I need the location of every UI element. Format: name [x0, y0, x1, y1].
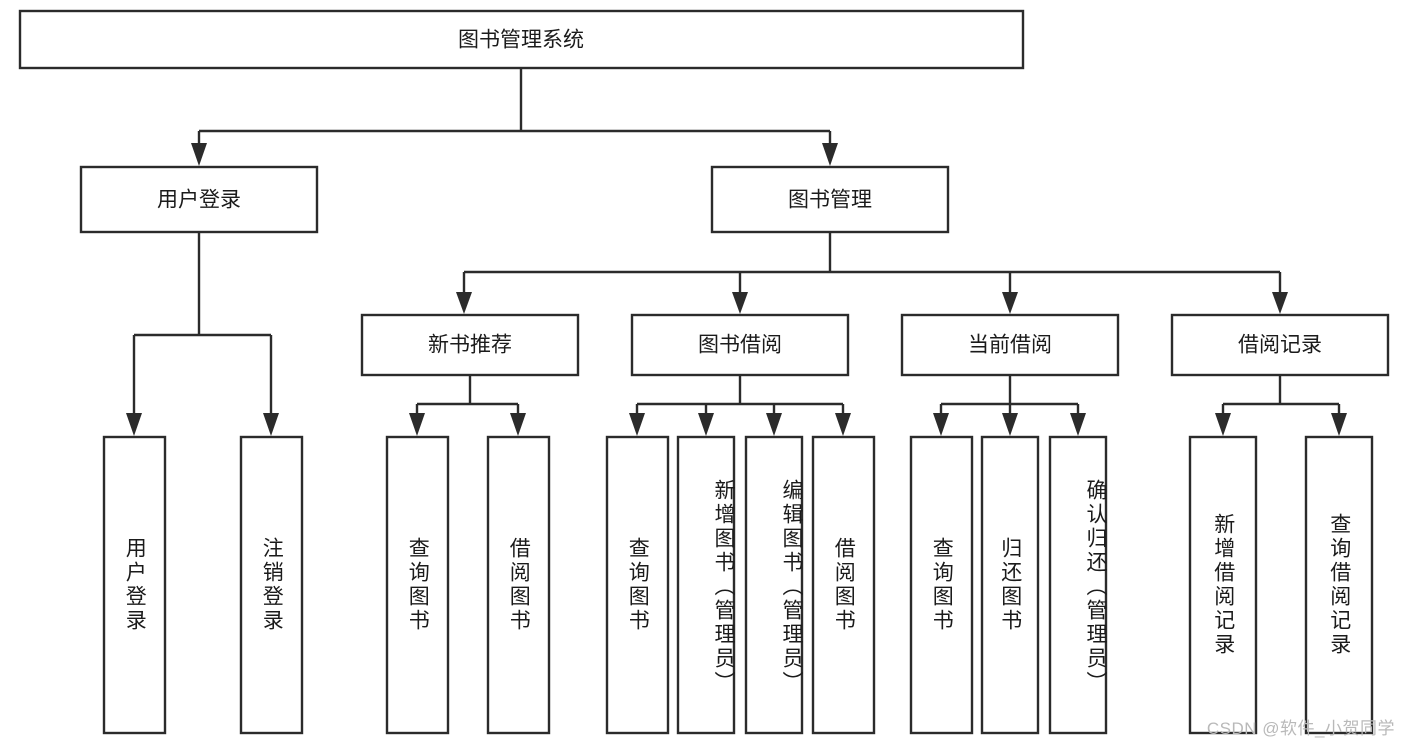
leaf-box-cb-return-book[interactable]	[980, 435, 1040, 735]
node-user-login[interactable]: 用户登录	[79, 165, 319, 234]
arrow-to-leaf-bb-1	[629, 413, 645, 436]
arrow-to-current-borrow	[1002, 292, 1018, 314]
leaf-box-bb-edit-book[interactable]	[744, 435, 804, 735]
arrow-to-leaf-br-1	[1215, 413, 1231, 436]
node-book-manage-label: 图书管理	[788, 189, 872, 212]
node-current-borrow[interactable]: 当前借阅	[900, 313, 1120, 377]
arrow-to-leaf-bb-4	[835, 413, 851, 436]
node-borrow-record-box[interactable]	[1170, 313, 1390, 377]
arrow-to-leaf-nbr-1	[409, 413, 425, 436]
arrow-to-user-login	[191, 143, 207, 166]
node-root[interactable]: 图书管理系统	[18, 9, 1025, 70]
arrow-to-leaf-bb-2	[698, 413, 714, 436]
leaf-box-nbr-borrow-book[interactable]	[486, 435, 551, 735]
arrow-to-leaf-cb-3	[1070, 413, 1086, 436]
arrow-to-leaf-user-login	[126, 413, 142, 436]
leaf-box-br-add-record[interactable]	[1188, 435, 1258, 735]
arrow-to-borrow-record	[1272, 292, 1288, 314]
node-new-book-recommend-label: 新书推荐	[428, 334, 512, 357]
leaf-box-bb-borrow-book[interactable]	[811, 435, 876, 735]
connector-borrow-record-to-leaves	[1215, 375, 1347, 436]
csdn-watermark: CSDN @软件_小贺同学	[1206, 719, 1395, 738]
connector-current-borrow-to-leaves	[933, 375, 1086, 436]
node-book-borrow[interactable]: 图书借阅	[630, 313, 850, 377]
node-current-borrow-box[interactable]	[900, 313, 1120, 377]
leaf-box-br-query-record[interactable]	[1304, 435, 1374, 735]
arrow-to-leaf-bb-3	[766, 413, 782, 436]
node-user-login-label: 用户登录	[157, 189, 241, 212]
node-current-borrow-label: 当前借阅	[968, 334, 1052, 357]
arrow-to-new-book-recommend	[456, 292, 472, 314]
arrow-to-leaf-cb-2	[1002, 413, 1018, 436]
connector-user-login-to-leaves	[126, 232, 279, 436]
node-book-borrow-label: 图书借阅	[698, 334, 782, 357]
connector-book-borrow-to-leaves	[629, 375, 851, 436]
leaf-box-nbr-query-book[interactable]	[385, 435, 450, 735]
leaf-box-bb-add-book[interactable]	[676, 435, 736, 735]
connector-root-to-level2	[191, 68, 838, 166]
node-new-book-recommend[interactable]: 新书推荐	[360, 313, 580, 377]
arrow-to-book-manage	[822, 143, 838, 166]
arrow-to-book-borrow	[732, 292, 748, 314]
leaf-box-user-login[interactable]	[102, 435, 167, 735]
node-book-manage[interactable]: 图书管理	[710, 165, 950, 234]
node-borrow-record[interactable]: 借阅记录	[1170, 313, 1390, 377]
connector-book-manage-to-level3	[456, 232, 1288, 314]
node-root-box[interactable]	[18, 9, 1025, 70]
arrow-to-leaf-logout	[263, 413, 279, 436]
node-book-borrow-box[interactable]	[630, 313, 850, 377]
leaf-box-cb-query-book[interactable]	[909, 435, 974, 735]
arrow-to-leaf-cb-1	[933, 413, 949, 436]
arrow-to-leaf-nbr-2	[510, 413, 526, 436]
leaf-box-bb-query-book[interactable]	[605, 435, 670, 735]
node-borrow-record-label: 借阅记录	[1238, 334, 1322, 357]
leaf-box-cb-confirm-return[interactable]	[1048, 435, 1108, 735]
arrow-to-leaf-br-2	[1331, 413, 1347, 436]
leaf-box-logout[interactable]	[239, 435, 304, 735]
connector-new-book-recommend-to-leaves	[409, 375, 526, 436]
node-new-book-recommend-box[interactable]	[360, 313, 580, 377]
node-root-label: 图书管理系统	[458, 29, 584, 52]
node-book-manage-box[interactable]	[710, 165, 950, 234]
